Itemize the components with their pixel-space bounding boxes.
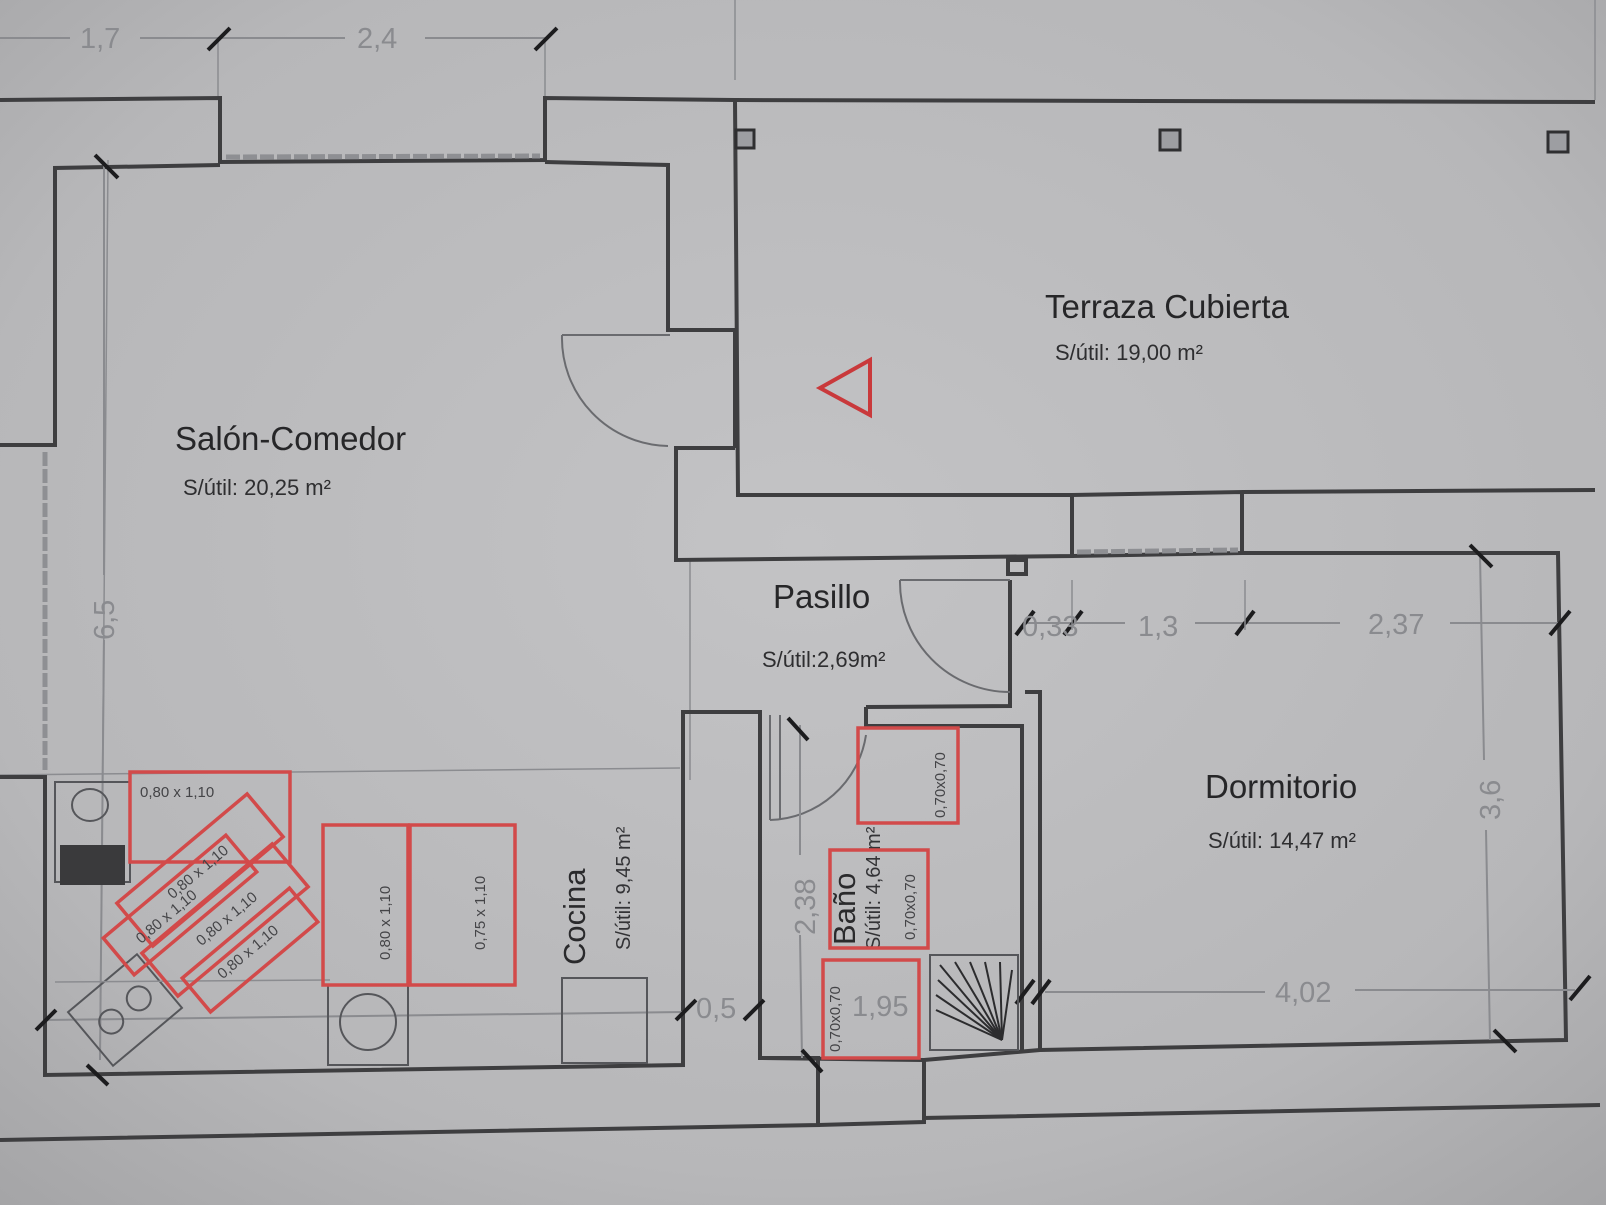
room-area: S/útil:2,69m²	[762, 647, 886, 672]
room-area: S/útil: 9,45 m²	[613, 826, 635, 950]
room-terraza: Terraza Cubierta S/útil: 19,00 m²	[1045, 288, 1290, 365]
doors	[560, 334, 1011, 821]
furniture-label: 0,80 x 1,10	[140, 784, 214, 801]
top-dimension: 1,7 2,4	[0, 23, 559, 55]
dimension-label: 1,95	[852, 991, 908, 1023]
room-area: S/útil: 19,00 m²	[1055, 340, 1203, 365]
room-bano: Baño S/útil: 4,64 m²	[827, 826, 885, 950]
room-dormitorio: Dormitorio S/útil: 14,47 m²	[1205, 768, 1357, 853]
shower-drain-icon	[935, 961, 1013, 1041]
room-area: S/útil: 4,64 m²	[863, 826, 885, 950]
dimension-label: 3,6	[1475, 780, 1507, 820]
windows	[42, 153, 1239, 770]
room-name: Baño	[827, 873, 862, 945]
walls	[0, 95, 1601, 1142]
shower-tray-icon	[929, 954, 1019, 1051]
furniture-label: 0,70x0,70	[827, 986, 844, 1052]
oven-icon	[60, 845, 125, 885]
dimension-label: 4,02	[1275, 977, 1331, 1009]
room-area: S/útil: 20,25 m²	[183, 475, 331, 500]
bano-dimensions: 2,38 0,5 1,95	[34, 716, 908, 1074]
dimension-label: 0,33	[1022, 611, 1078, 643]
washer-icon	[339, 993, 397, 1051]
dimension-label: 2,38	[790, 879, 822, 935]
room-salon: Salón-Comedor S/útil: 20,25 m²	[175, 420, 406, 500]
dimension-label: 1,3	[1138, 611, 1178, 643]
room-pasillo: Pasillo S/útil:2,69m²	[762, 578, 886, 672]
room-name: Cocina	[557, 868, 592, 965]
room-cocina: Cocina S/útil: 9,45 m²	[557, 826, 635, 965]
room-name: Salón-Comedor	[175, 420, 406, 457]
dimension-label: 6,5	[89, 600, 121, 640]
dimension-label: 0,5	[696, 993, 736, 1025]
furniture-label: 0,75 x 1,10	[472, 876, 489, 950]
room-area: S/útil: 14,47 m²	[1208, 828, 1356, 853]
room-name: Dormitorio	[1205, 768, 1357, 805]
furniture-label: 0,80 x 1,10	[377, 886, 394, 960]
dimension-label: 2,4	[357, 23, 397, 55]
furniture-label: 0,70x0,70	[932, 752, 949, 818]
warning-triangle-icon	[815, 356, 872, 419]
kitchen-fixtures	[54, 781, 648, 1068]
pillars	[734, 128, 1570, 154]
room-name: Pasillo	[773, 578, 870, 615]
dimension-label: 2,37	[1368, 609, 1424, 641]
bath-furniture: 0,70x0,70 0,70x0,70 0,70x0,70	[821, 726, 1019, 1060]
dormitorio-dimensions: 0,33 1,3 2,37 3,6 4,02	[1014, 543, 1592, 1054]
room-name: Terraza Cubierta	[1045, 288, 1290, 325]
dimension-label: 1,7	[80, 23, 120, 55]
furniture-label: 0,70x0,70	[902, 874, 919, 940]
